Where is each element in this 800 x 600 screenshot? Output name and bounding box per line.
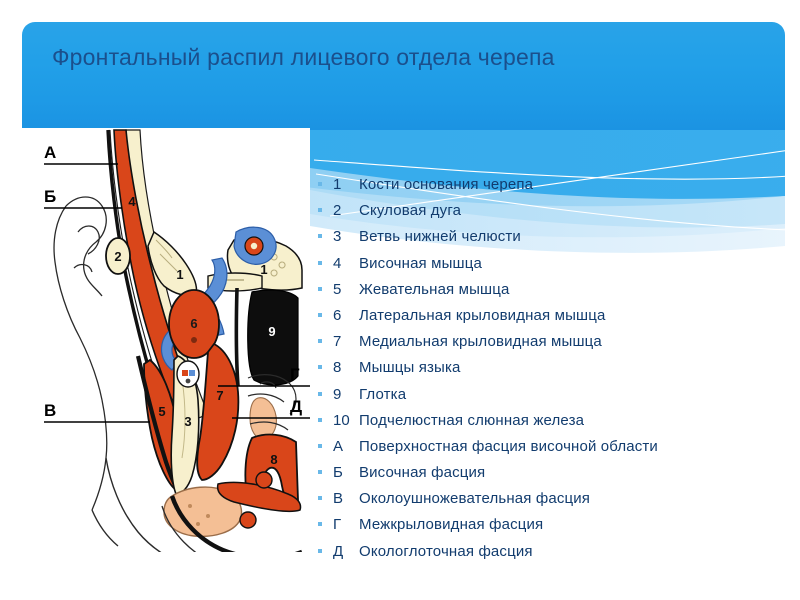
legend-key: 10 xyxy=(333,411,350,429)
bullet-icon xyxy=(318,522,322,527)
submandibular-gland xyxy=(163,486,243,538)
legend-key: 4 xyxy=(333,254,342,272)
anatomy-figure-panel: А Б В Г Д 4 2 1 1 6 9 5 3 7 8 xyxy=(22,128,310,552)
bullet-icon xyxy=(318,391,322,396)
legend-label: Межкрыловидная фасция xyxy=(359,516,544,534)
list-item: 8 Мышцы языка xyxy=(318,355,788,381)
bullet-icon xyxy=(318,286,322,291)
midline-septum xyxy=(234,287,240,387)
callout-letter-v: В xyxy=(44,401,56,420)
list-item: Д Окологлоточная фасция xyxy=(318,539,788,565)
list-item: Б Височная фасция xyxy=(318,460,788,486)
legend-key: 1 xyxy=(333,176,342,193)
skin-contour xyxy=(91,457,162,552)
auricle-outline xyxy=(53,196,108,511)
callout-number-1a: 1 xyxy=(176,267,183,282)
bullet-icon xyxy=(318,443,322,448)
neurovascular-bundle xyxy=(176,360,200,388)
number-callout-labels: 4 2 1 1 6 9 5 3 7 8 xyxy=(114,194,277,467)
bullet-icon xyxy=(318,339,322,344)
list-item: 6 Латеральная крыловидная мышца xyxy=(318,303,788,329)
legend-label: Глотка xyxy=(359,385,407,403)
list-item: 9 Глотка xyxy=(318,382,788,408)
page-title: Фронтальный распил лицевого отдела череп… xyxy=(52,44,555,70)
suprahyoid-muscle-strip xyxy=(216,471,302,529)
callout-number-2: 2 xyxy=(114,249,121,264)
legend-label: Поверхностная фасция височной области xyxy=(359,437,658,455)
callout-number-5: 5 xyxy=(158,404,165,419)
bullet-icon xyxy=(318,365,322,370)
legend-label: Жевательная мышца xyxy=(359,280,510,298)
legend-list: 1 Кости основания черепа 2 Скуловая дуга… xyxy=(318,172,788,565)
bullet-icon xyxy=(318,234,322,239)
letter-callout-labels: А Б В Г Д xyxy=(44,143,302,420)
callout-number-1b: 1 xyxy=(260,262,267,277)
legend-key: 2 xyxy=(333,202,342,220)
list-item: А Поверхностная фасция височной области xyxy=(318,434,788,460)
legend-key: Б xyxy=(333,464,343,482)
callout-number-8: 8 xyxy=(270,452,277,467)
callout-number-7: 7 xyxy=(216,388,223,403)
zygomatic-arch xyxy=(105,237,131,275)
legend-label: Кости основания черепа xyxy=(359,176,534,193)
legend-label: Латеральная крыловидная мышца xyxy=(359,306,606,324)
callout-letter-d: Д xyxy=(290,397,302,416)
legend-key: 3 xyxy=(333,228,342,246)
callout-number-3: 3 xyxy=(184,414,191,429)
bullet-icon xyxy=(318,470,322,475)
legend-key: 7 xyxy=(333,333,342,351)
callout-leader-lines xyxy=(44,163,310,423)
bullet-icon xyxy=(318,260,322,265)
legend-key: Д xyxy=(333,542,344,560)
legend-key: Г xyxy=(333,516,342,534)
callout-number-4: 4 xyxy=(128,194,136,209)
bullet-icon xyxy=(318,208,322,213)
legend-key: 5 xyxy=(333,280,342,298)
deep-cervical-fascia-arc xyxy=(169,495,302,552)
list-item: 2 Скуловая дуга xyxy=(318,198,788,224)
bullet-icon xyxy=(318,548,322,553)
legend-key: 6 xyxy=(333,306,342,324)
callout-letter-b: Б xyxy=(44,187,56,206)
list-item: 7 Медиальная крыловидная мышца xyxy=(318,329,788,355)
list-item: 3 Ветвь нижней челюсти xyxy=(318,224,788,250)
parapharyngeal-tissue xyxy=(249,397,277,441)
callout-number-9: 9 xyxy=(268,324,275,339)
legend-key: А xyxy=(333,437,344,455)
list-item: 1 Кости основания черепа xyxy=(318,172,788,198)
legend-key: 9 xyxy=(333,385,342,403)
list-item: 10 Подчелюстная слюнная железа xyxy=(318,408,788,434)
title-banner xyxy=(22,22,785,130)
callout-letter-g: Г xyxy=(290,365,300,384)
legend-label: Скуловая дуга xyxy=(359,202,462,220)
superficial-cervical-fascia-arc xyxy=(161,505,197,552)
legend-label: Медиальная крыловидная мышца xyxy=(359,333,602,351)
legend-label: Мышцы языка xyxy=(359,359,461,377)
list-item: 5 Жевательная мышца xyxy=(318,277,788,303)
anatomy-figure: А Б В Г Д 4 2 1 1 6 9 5 3 7 8 xyxy=(44,129,310,552)
legend-label: Подчелюстная слюнная железа xyxy=(359,411,585,429)
legend-key: В xyxy=(333,490,344,508)
pharynx-cavity xyxy=(247,289,299,386)
legend-label: Височная мышца xyxy=(359,254,482,272)
legend-label: Височная фасция xyxy=(359,464,486,482)
bullet-icon xyxy=(318,182,322,186)
legend-key: 8 xyxy=(333,359,342,377)
bullet-icon xyxy=(318,417,322,422)
legend-label: Околоушножевательная фасция xyxy=(359,490,591,508)
list-item: 4 Височная мышца xyxy=(318,251,788,277)
legend-label: Окологлоточная фасция xyxy=(359,542,533,560)
list-item: Г Межкрыловидная фасция xyxy=(318,512,788,538)
bullet-icon xyxy=(318,496,322,501)
callout-letter-a: А xyxy=(44,143,56,162)
callout-number-6: 6 xyxy=(190,316,197,331)
bullet-icon xyxy=(318,312,322,317)
vessel-artery-node xyxy=(244,236,264,256)
lateral-pterygoid-muscle xyxy=(168,289,220,359)
list-item: В Околоушножевательная фасция xyxy=(318,486,788,512)
medial-pterygoid-muscle xyxy=(196,342,240,481)
legend-label: Ветвь нижней челюсти xyxy=(359,228,521,246)
